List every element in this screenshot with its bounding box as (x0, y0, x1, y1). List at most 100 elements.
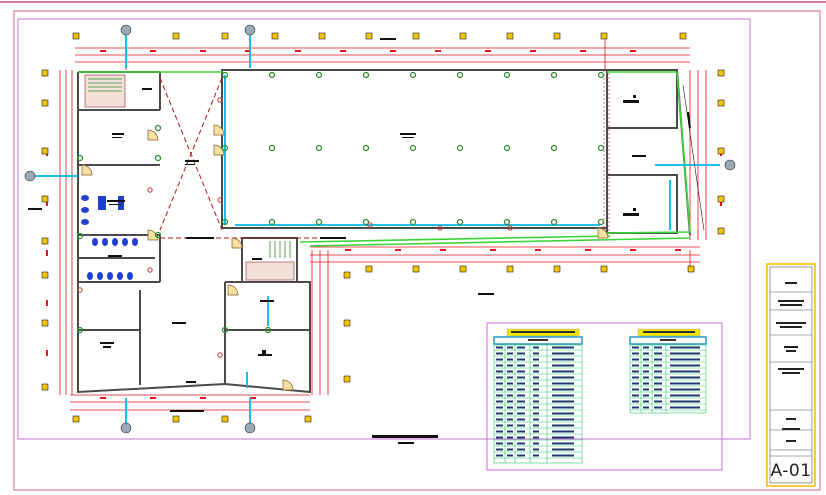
schedule-cell-mark (552, 430, 574, 433)
schedule-cell-mark (496, 430, 503, 433)
schedule-cell-mark (670, 400, 700, 403)
schedule-cell-mark (654, 406, 662, 409)
schedule-cell-mark (517, 394, 525, 397)
schedule-cell-mark (552, 448, 574, 451)
schedule-cell-mark (552, 364, 574, 367)
schedule-cell-mark (517, 430, 525, 433)
schedule-cell-mark (517, 364, 525, 367)
schedule-cell-mark (507, 382, 513, 385)
slab-edge (78, 71, 691, 247)
schedule-cell-mark (517, 454, 525, 457)
schedule-cell-mark (533, 364, 539, 367)
schedule-cell-mark (533, 358, 539, 361)
schedule-cell-mark (654, 388, 662, 391)
schedule-cell-mark (496, 442, 503, 445)
schedule-cell-mark (517, 382, 525, 385)
schedule-cell-mark (552, 352, 574, 355)
schedule-cell-mark (670, 388, 700, 391)
schedule-cell-mark (517, 346, 525, 349)
schedule-cell-mark (507, 394, 513, 397)
schedule-cell-mark (533, 424, 539, 427)
schedule-cell-mark (517, 358, 525, 361)
schedule-cell-mark (517, 352, 525, 355)
schedule-cell-mark (496, 346, 503, 349)
schedule-cell-mark (533, 418, 539, 421)
schedule-right (629, 328, 707, 414)
schedule-cell-mark (632, 406, 639, 409)
schedule-cell-mark (670, 394, 700, 397)
schedule-cell-mark (533, 400, 539, 403)
schedule-cell-mark (654, 394, 662, 397)
schedule-cell-mark (552, 370, 574, 373)
schedule-cell-mark (533, 448, 539, 451)
schedule-cell-mark (552, 394, 574, 397)
schedule-cell-mark (517, 370, 525, 373)
sheet-frame (13, 10, 821, 491)
schedule-cell-mark (507, 358, 513, 361)
schedule-cell-mark (507, 400, 513, 403)
schedule-cell-mark (507, 448, 513, 451)
stair-hatch (84, 69, 610, 281)
schedule-cell-mark (533, 388, 539, 391)
schedule-cell-mark (552, 442, 574, 445)
dimension-lines (59, 38, 707, 411)
schedule-cell-mark (552, 418, 574, 421)
schedule-cell-mark (496, 448, 503, 451)
schedule-cell-mark (552, 388, 574, 391)
room-tags (28, 38, 646, 444)
schedule-cell-mark (643, 370, 649, 373)
schedule-cell-mark (517, 406, 525, 409)
schedule-cell-mark (632, 346, 639, 349)
schedule-cell-mark (654, 346, 662, 349)
schedule-cell-mark (670, 370, 700, 373)
schedule-cell-mark (496, 454, 503, 457)
schedule-cell-mark (632, 388, 639, 391)
schedule-cell-mark (507, 346, 513, 349)
column-markers-red (77, 97, 513, 358)
schedule-cell-mark (507, 442, 513, 445)
schedule-cell-mark (552, 358, 574, 361)
schedule-cell-mark (507, 352, 513, 355)
schedule-cell-mark (654, 370, 662, 373)
schedule-cell-mark (552, 406, 574, 409)
schedule-cell-mark (496, 436, 503, 439)
schedule-cell-mark (496, 382, 503, 385)
east-wall-detail (687, 111, 691, 129)
schedule-cell-mark (517, 448, 525, 451)
schedule-cell-mark (496, 388, 503, 391)
door-swings (81, 124, 609, 391)
schedule-cell-mark (517, 442, 525, 445)
schedule-cell-mark (632, 352, 639, 355)
schedule-cell-mark (507, 418, 513, 421)
schedule-left (493, 328, 583, 464)
schedule-cell-mark (496, 364, 503, 367)
schedule-cell-mark (533, 382, 539, 385)
schedule-cell-mark (496, 376, 503, 379)
east-curtain-wall (682, 84, 705, 231)
schedule-cell-mark (533, 436, 539, 439)
schedule-cell-mark (632, 400, 639, 403)
schedule-cell-mark (643, 346, 649, 349)
section-markers (24, 24, 736, 434)
schedule-cell-mark (507, 454, 513, 457)
schedule-cell-mark (517, 388, 525, 391)
schedule-cell-mark (496, 424, 503, 427)
schedule-cell-mark (552, 424, 574, 427)
schedule-cell-mark (632, 382, 639, 385)
schedule-cell-mark (533, 406, 539, 409)
schedule-cell-mark (654, 358, 662, 361)
title-block (766, 263, 816, 487)
schedule-cell-mark (552, 376, 574, 379)
schedule-cell-mark (533, 352, 539, 355)
schedule-cell-mark (517, 418, 525, 421)
schedule-cell-mark (496, 358, 503, 361)
schedule-cell-mark (654, 364, 662, 367)
schedule-cell-mark (552, 454, 574, 457)
schedule-cell-mark (643, 364, 649, 367)
schedule-cell-mark (643, 352, 649, 355)
schedule-cell-mark (496, 352, 503, 355)
schedule-cell-mark (517, 424, 525, 427)
schedule-cell-mark (533, 454, 539, 457)
schedule-cell-mark (643, 394, 649, 397)
